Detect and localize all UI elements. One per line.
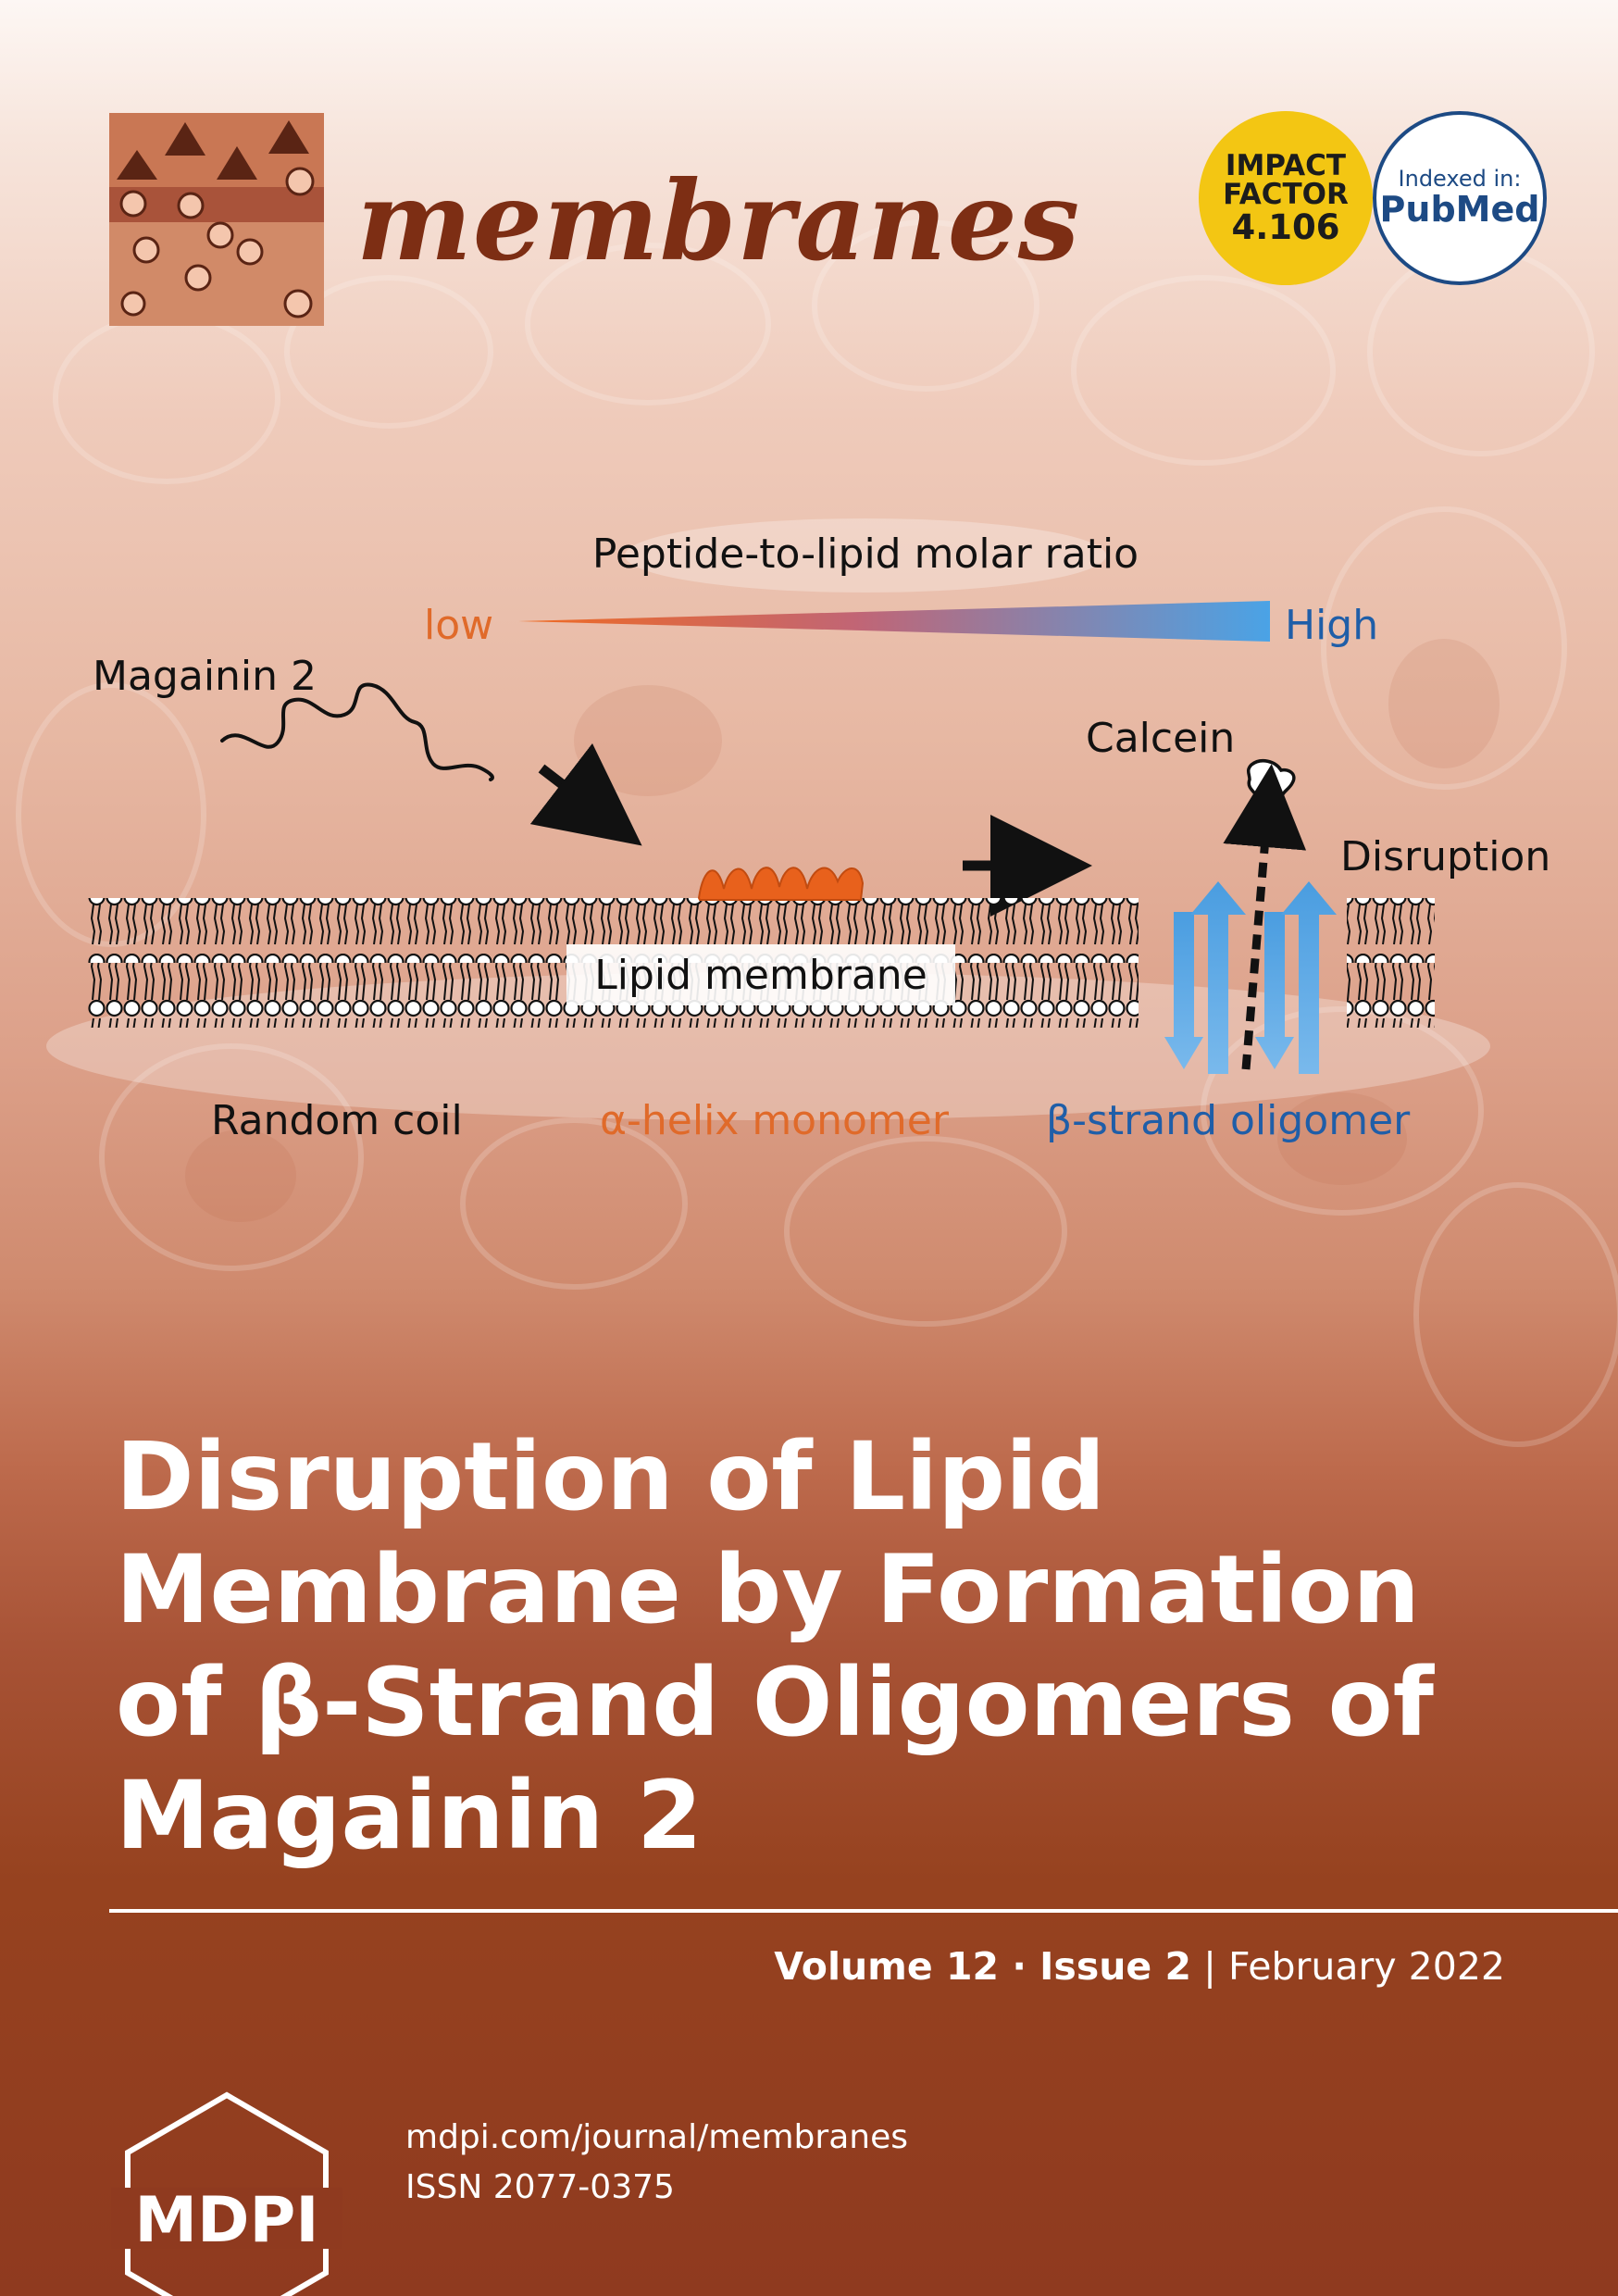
article-title-line-4: Magainin 2 [116,1761,703,1871]
magainin-label: Magainin 2 [93,653,317,700]
beta-strand-oligomer [1164,881,1337,1074]
indexed-in-label: Indexed in: [1398,165,1522,192]
impact-factor-value: 4.106 [1231,206,1340,247]
calcein-molecule [1246,759,1296,813]
article-title-line-1: Disruption of Lipid [116,1422,1106,1532]
impact-factor-badge: IMPACT FACTOR 4.106 [1199,111,1373,285]
issn-number: ISSN 2077-0375 [405,2168,675,2206]
ratio-axis-label: Peptide-to-lipid molar ratio [592,530,1139,578]
impact-factor-label-1: IMPACT [1225,148,1347,182]
lipid-membrane-label: Lipid membrane [594,952,927,999]
issue-date: February 2022 [1227,1944,1505,1989]
pubmed-label: PubMed [1379,189,1540,231]
journal-title: membranes [356,156,1081,285]
membrane-disruption-diagram: Peptide-to-lipid molar ratio low High Ma… [46,518,1550,1144]
calcein-label: Calcein [1086,715,1235,762]
ratio-low-label: low [424,602,493,649]
issue-label: Issue 2 [1039,1944,1192,1989]
ratio-gradient-wedge [518,601,1270,642]
title-divider [109,1909,1618,1913]
pubmed-index-badge: Indexed in: PubMed [1373,111,1547,285]
alpha-helix-monomer [697,867,865,901]
disruption-label: Disruption [1340,833,1550,880]
issue-divider: | [1191,1944,1228,1989]
stage-random-coil: Random coil [211,1097,463,1144]
article-title: Disruption of Lipid Membrane by Formatio… [116,1421,1504,1873]
ratio-high-label: High [1285,602,1378,649]
volume-label: Volume 12 [774,1944,1000,1989]
article-title-line-3: of β-Strand Oligomers of [116,1648,1434,1758]
article-title-line-2: Membrane by Formation [116,1535,1420,1645]
arrow-to-membrane [529,742,642,846]
mdpi-logo-text: MDPI [134,2184,318,2257]
calcein-release-arrow [1223,764,1307,1070]
issue-separator: · [999,1944,1040,1989]
stage-beta-strand: β-strand oligomer [1046,1097,1411,1144]
random-coil-peptide [220,682,494,781]
journal-url: mdpi.com/journal/membranes [405,2118,908,2156]
impact-factor-label-2: FACTOR [1223,178,1349,212]
mdpi-logo: MDPI [111,2091,342,2296]
journal-logo-icon [109,113,324,326]
stage-alpha-helix: α-helix monomer [600,1097,950,1144]
issue-info: Volume 12 · Issue 2 | February 2022 [774,1944,1505,1989]
